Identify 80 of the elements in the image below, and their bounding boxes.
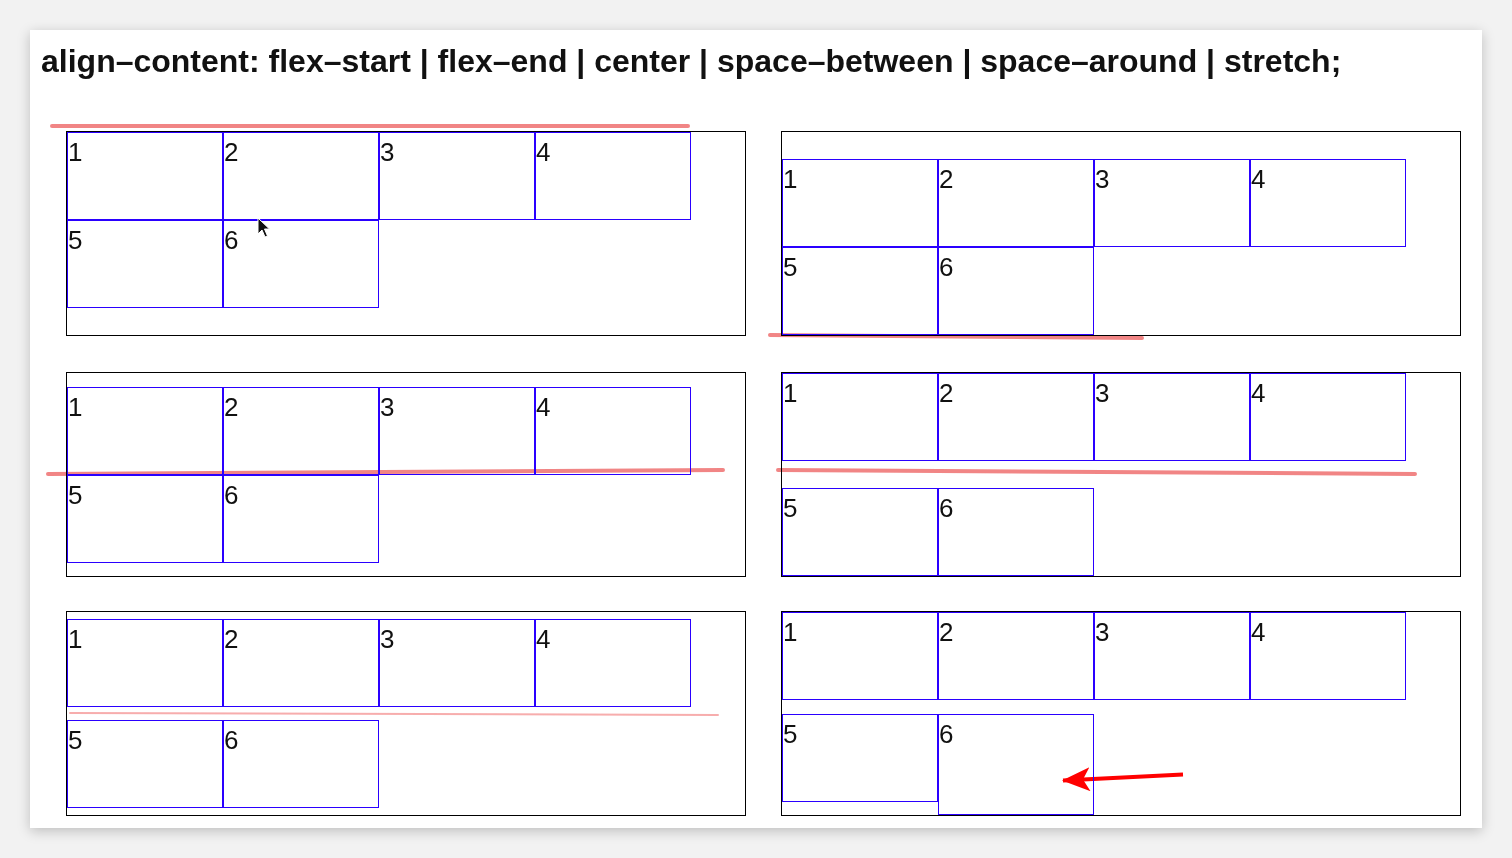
flex-item: [938, 488, 1094, 576]
flex-item: [782, 373, 938, 461]
item-number: 4: [1251, 377, 1266, 408]
flex-container: [66, 372, 746, 577]
item-number: 6: [224, 224, 239, 255]
flex-container: [781, 372, 1461, 577]
item-number: 5: [68, 478, 83, 510]
flex-item: [1250, 373, 1406, 461]
item-number: 6: [224, 724, 239, 756]
flex-item: [67, 618, 223, 707]
item-number: 5: [68, 224, 83, 255]
flex-item: [67, 386, 223, 475]
item-number: 3: [380, 622, 395, 654]
flex-item: [938, 612, 1094, 700]
arrow: [1062, 767, 1184, 792]
item-number: 5: [783, 251, 798, 282]
flex-item: [1250, 159, 1406, 247]
flex-item: [379, 132, 535, 220]
flex-item: [223, 474, 379, 563]
item-number: 3: [1095, 377, 1110, 408]
flex-item: [379, 386, 535, 475]
flex-item: [535, 618, 691, 707]
item-number: 2: [939, 377, 954, 408]
flex-item: [938, 159, 1094, 247]
item-number: 4: [1251, 616, 1266, 647]
flex-item: [938, 373, 1094, 461]
flex-item: [535, 386, 691, 475]
item-number: 1: [783, 616, 798, 647]
item-number: 6: [939, 717, 954, 749]
flex-item: [1094, 612, 1250, 700]
item-number: 4: [536, 390, 551, 422]
flex-item: [1094, 373, 1250, 461]
flex-item: [223, 386, 379, 475]
item-number: 1: [68, 622, 83, 654]
flex-item: [223, 720, 379, 809]
item-number: 1: [68, 390, 83, 422]
flex-item: [223, 618, 379, 707]
item-number: 5: [783, 717, 798, 749]
flex-item: [938, 247, 1094, 335]
title: align–content: flex–start | flex–end | center | space–between | space–around | stretch;: [41, 42, 1342, 80]
flex-container: [781, 131, 1461, 336]
item-number: 6: [939, 251, 954, 282]
flex-item: [379, 618, 535, 707]
flex-item: [782, 247, 938, 335]
flex-container: [781, 611, 1461, 816]
item-number: 3: [380, 390, 395, 422]
item-number: 2: [939, 616, 954, 647]
item-number: 2: [939, 163, 954, 194]
flex-item: [782, 612, 938, 700]
item-number: 4: [1251, 163, 1266, 194]
item-number: 1: [68, 136, 83, 167]
item-number: 1: [783, 163, 798, 194]
item-number: 2: [224, 622, 239, 654]
item-number: 2: [224, 390, 239, 422]
flex-item: [782, 159, 938, 247]
item-number: 1: [783, 377, 798, 408]
flex-container: [66, 131, 746, 336]
flex-item: [67, 220, 223, 308]
item-number: 4: [536, 136, 551, 167]
flex-item: [223, 220, 379, 308]
flex-item: [535, 132, 691, 220]
item-number: 2: [224, 136, 239, 167]
item-number: 3: [1095, 616, 1110, 647]
flex-item: [782, 488, 938, 576]
flex-container: [66, 611, 746, 816]
item-number: 5: [68, 724, 83, 756]
flex-item: [67, 132, 223, 220]
flex-item: [223, 132, 379, 220]
item-number: 3: [1095, 163, 1110, 194]
flex-item: [67, 474, 223, 563]
item-number: 5: [783, 492, 798, 523]
item-number: 4: [536, 622, 551, 654]
flex-item: [1094, 159, 1250, 247]
flex-item: [1250, 612, 1406, 700]
item-number: 6: [224, 478, 239, 510]
flex-item: [938, 713, 1094, 815]
item-number: 6: [939, 492, 954, 523]
item-number: 3: [380, 136, 395, 167]
flex-item: [67, 720, 223, 809]
flex-item: [782, 713, 938, 802]
